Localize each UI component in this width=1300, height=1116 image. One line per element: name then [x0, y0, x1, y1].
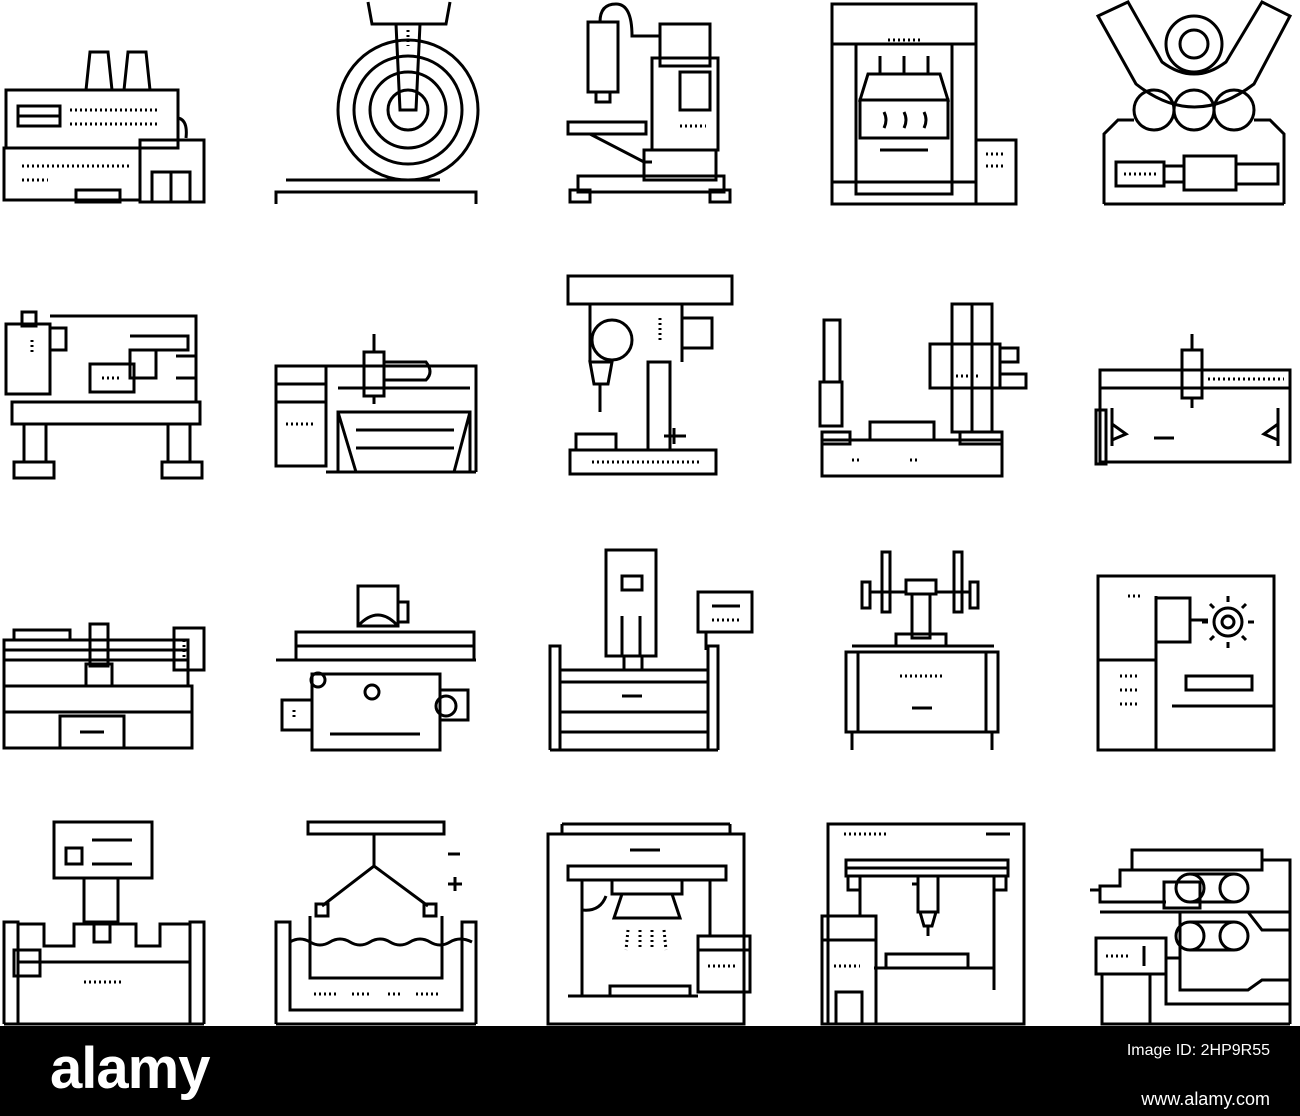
rolling-mill-icon [1090, 848, 1292, 1026]
cnc-machining-center-icon [1096, 574, 1276, 752]
image-id-block: Image ID: 2HP9R55 [1127, 1040, 1270, 1062]
laser-engraver-icon [546, 822, 752, 1026]
cnc-router-icon [274, 334, 478, 474]
planing-machine-icon [2, 622, 206, 750]
alamy-logo[interactable]: alamy [50, 1036, 210, 1101]
factory-building-icon [2, 50, 206, 204]
circular-saw-icon [274, 1, 480, 204]
hydraulic-press-icon [830, 2, 1018, 206]
site-url-link[interactable]: www.alamy.com [1141, 1089, 1270, 1109]
electroplating-bath-icon [274, 820, 478, 1026]
double-column-machine-icon [844, 550, 1000, 750]
surface-grinder-icon [276, 584, 476, 752]
image-id-label: Image ID: 2HP9R55 [1126, 1042, 1270, 1059]
icon-sheet [2, 0, 1293, 1026]
stamping-press-icon [2, 820, 206, 1026]
icon-sheet-svg [2, 0, 1293, 1026]
edm-machine-icon [548, 548, 754, 752]
milling-machine-icon [566, 2, 732, 204]
watermark-bar [0, 1026, 1300, 1116]
lathe-machine-icon [4, 310, 204, 480]
boring-machine-icon [818, 302, 1028, 478]
drill-press-icon [566, 274, 734, 476]
gantry-cutting-machine-icon [1094, 334, 1292, 466]
pipe-bending-machine-icon [1095, 0, 1293, 206]
cnc-3d-printer-icon [820, 822, 1026, 1026]
